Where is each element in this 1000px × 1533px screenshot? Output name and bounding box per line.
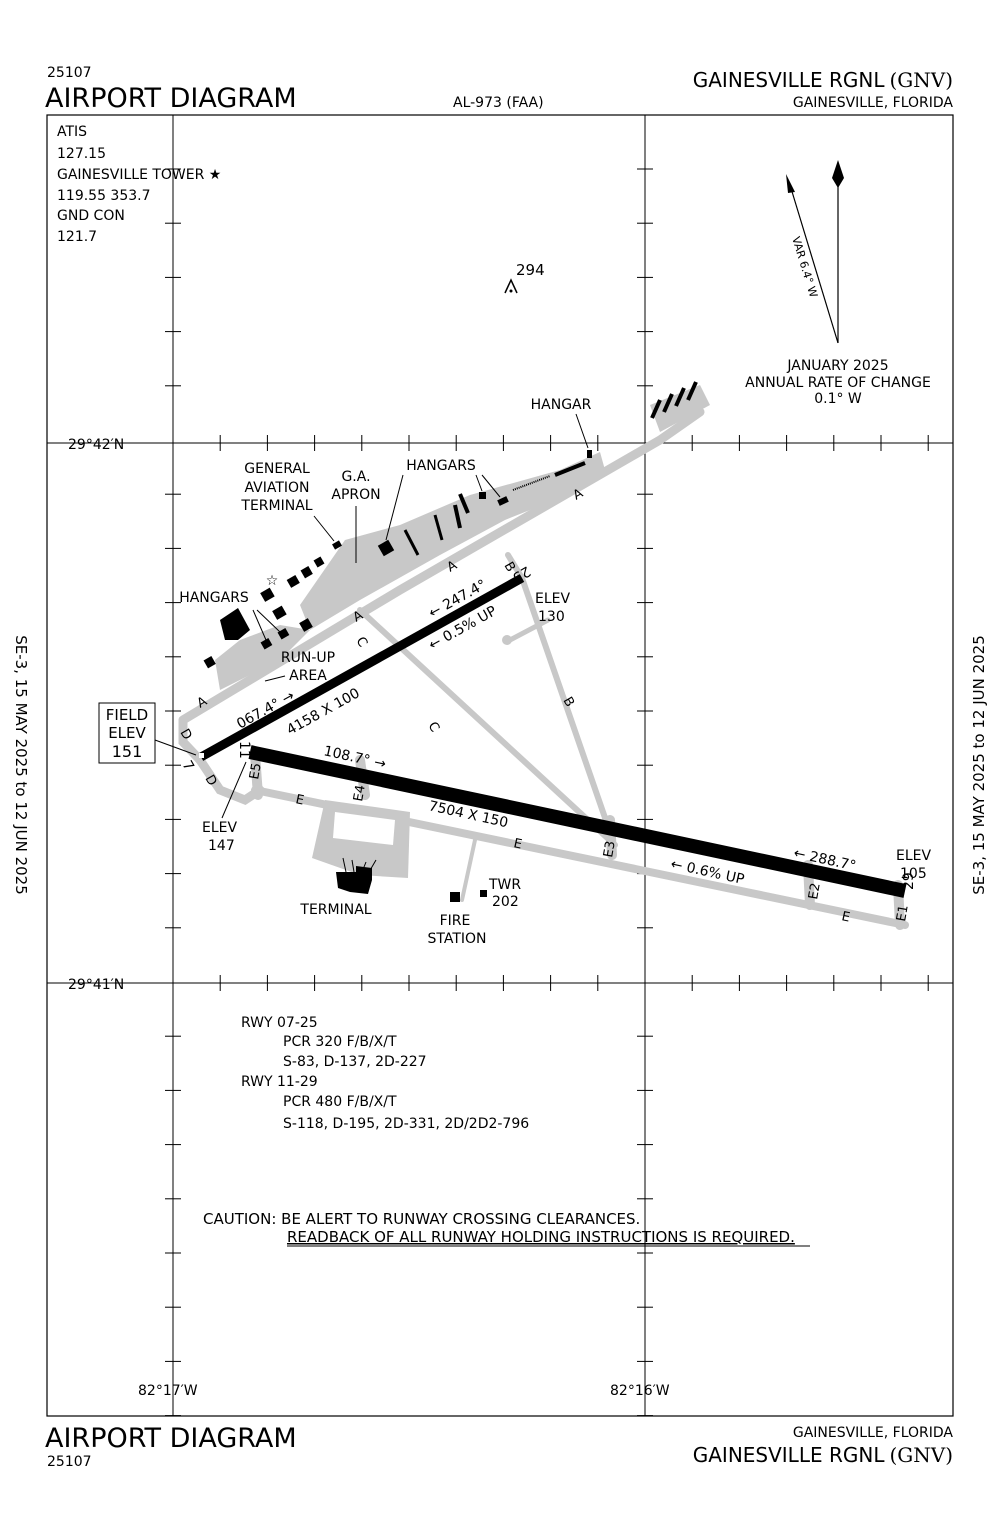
gnd-label: GND CON <box>57 208 125 224</box>
twy-label-e: E <box>512 836 523 852</box>
ga-apron <box>300 452 605 630</box>
pcr-rwy-0725: RWY 07-25 <box>241 1015 318 1031</box>
field-elevation-box: FIELD ELEV 151 <box>98 702 197 764</box>
runway-07-25 <box>198 574 525 761</box>
footer-airport-id: (GNV) <box>889 1443 953 1467</box>
atis-label: ATIS <box>57 124 87 140</box>
magnetic-north-arrow-icon <box>786 174 839 344</box>
comm-frequencies: ATIS 127.15 GAINESVILLE TOWER ★ 119.55 3… <box>57 124 221 245</box>
twy-label-e: E <box>840 909 851 925</box>
twy-label-e3: E3 <box>601 840 619 859</box>
fire-station-label-1: FIRE <box>440 913 471 929</box>
ga-terminal-label-2: AVIATION <box>244 480 309 496</box>
twy-label-e4: E4 <box>351 784 369 803</box>
rwy-11-elev: 147 <box>208 838 235 854</box>
rwy-29-elev: 105 <box>900 866 927 882</box>
airport-id: (GNV) <box>889 68 953 92</box>
field-elev-line2: ELEV <box>108 724 146 742</box>
effective-dates-right: SE-3, 15 MAY 2025 to 12 JUN 2025 <box>970 635 988 895</box>
taxiway-labels: A A A A B B C C D D E E E E1 E2 E3 E4 E5 <box>177 486 912 926</box>
ga-terminal-label-1: GENERAL <box>244 461 310 477</box>
rwy-end-25: 25 <box>510 563 533 586</box>
ga-apron-label-2: APRON <box>331 487 380 503</box>
doc-id: AL-973 (FAA) <box>453 95 544 111</box>
lon-label-left: 82°17′W <box>138 1383 198 1399</box>
footer-airport-name: GAINESVILLE RGNL <box>693 1443 886 1467</box>
north-apron <box>650 385 710 432</box>
obstacle-icon <box>504 278 518 294</box>
twy-label-c: C <box>425 720 443 735</box>
terminal-building <box>336 866 372 894</box>
runup-label-1: RUN-UP <box>281 650 335 666</box>
footer-airport-title: GAINESVILLE RGNL(GNV) <box>693 1443 953 1467</box>
rwy-25-elev-label: ELEV <box>535 591 570 607</box>
tower-building <box>480 890 487 897</box>
rwy-end-7: 7 <box>179 758 197 774</box>
airport-location: GAINESVILLE, FLORIDA <box>793 95 954 111</box>
tower-label: GAINESVILLE TOWER ★ <box>57 167 221 183</box>
terminal-label: TERMINAL <box>299 902 371 918</box>
airport-title: GAINESVILLE RGNL(GNV) <box>693 68 953 92</box>
field-elev-value: 151 <box>112 742 143 761</box>
lat-label-bottom: 29°41′N <box>68 977 124 993</box>
rwy-end-11: 11 <box>236 741 252 759</box>
rwy-end-29: 29 <box>901 872 917 890</box>
twy-label-e2: E2 <box>806 882 824 901</box>
chart-number: 25107 <box>47 65 92 81</box>
twy-label-e1: E1 <box>894 904 912 923</box>
ga-terminal-label-3: TERMINAL <box>240 498 312 514</box>
runup-label-2: AREA <box>289 668 327 684</box>
footer-chart-number: 25107 <box>47 1454 92 1470</box>
obstacle-height: 294 <box>516 261 545 279</box>
hangars-label-north: HANGARS <box>406 458 476 474</box>
caution-line-2: READBACK OF ALL RUNWAY HOLDING INSTRUCTI… <box>287 1228 795 1246</box>
caution-line-1: CAUTION: BE ALERT TO RUNWAY CROSSING CLE… <box>203 1210 640 1228</box>
rwy-25-elev: 130 <box>538 609 565 625</box>
rwy-11-elev-label: ELEV <box>202 820 237 836</box>
twy-label-e: E <box>294 792 305 808</box>
atis-freq: 127.15 <box>57 146 106 162</box>
airport-name: GAINESVILLE RGNL <box>693 68 886 92</box>
pcr-value-0725: PCR 320 F/B/X/T <box>283 1034 397 1050</box>
hangar-large <box>220 608 250 640</box>
pcr-weights-0725: S-83, D-137, 2D-227 <box>283 1054 427 1070</box>
runway-11-29 <box>248 745 907 898</box>
field-elev-line1: FIELD <box>106 706 148 724</box>
tower-label: TWR <box>488 877 521 893</box>
beacon-icon: ☆ <box>266 573 279 589</box>
lat-lon-grid <box>47 115 953 1417</box>
lat-label-top: 29°42′N <box>68 437 124 453</box>
pcr-rwy-1129: RWY 11-29 <box>241 1074 318 1090</box>
twy-label-e5: E5 <box>247 762 265 781</box>
field-elev-point <box>199 753 204 758</box>
fire-station-building <box>450 892 460 902</box>
lon-label-right: 82°16′W <box>610 1383 670 1399</box>
pcr-value-1129: PCR 480 F/B/X/T <box>283 1094 397 1110</box>
effective-dates-left: SE-3, 15 MAY 2025 to 12 JUN 2025 <box>12 635 30 895</box>
fire-station-label-2: STATION <box>427 931 486 947</box>
north-arrow-icon <box>832 160 844 343</box>
magvar-date: JANUARY 2025 <box>786 358 888 374</box>
hangars-label-west: HANGARS <box>179 590 249 606</box>
ga-apron-label-1: G.A. <box>341 469 370 485</box>
chart-title: AIRPORT DIAGRAM <box>45 83 297 114</box>
buildings <box>203 381 698 902</box>
chart-frame <box>46 114 954 1417</box>
pcr-notes: RWY 07-25 PCR 320 F/B/X/T S-83, D-137, 2… <box>241 1015 529 1132</box>
pcr-weights-1129: S-118, D-195, 2D-331, 2D/2D2-796 <box>283 1116 529 1132</box>
magvar-rate-label: ANNUAL RATE OF CHANGE <box>745 375 931 391</box>
magvar-rate: 0.1° W <box>814 391 862 407</box>
rwy-29-elev-label: ELEV <box>896 848 931 864</box>
tower-elev: 202 <box>492 894 519 910</box>
footer-title: AIRPORT DIAGRAM <box>45 1423 297 1454</box>
gnd-freq: 121.7 <box>57 229 97 245</box>
hangar-label: HANGAR <box>531 397 592 413</box>
tower-freq: 119.55 353.7 <box>57 188 151 204</box>
twy-label-c: C <box>353 635 371 650</box>
footer-location: GAINESVILLE, FLORIDA <box>793 1425 954 1441</box>
taxiways <box>178 385 909 930</box>
